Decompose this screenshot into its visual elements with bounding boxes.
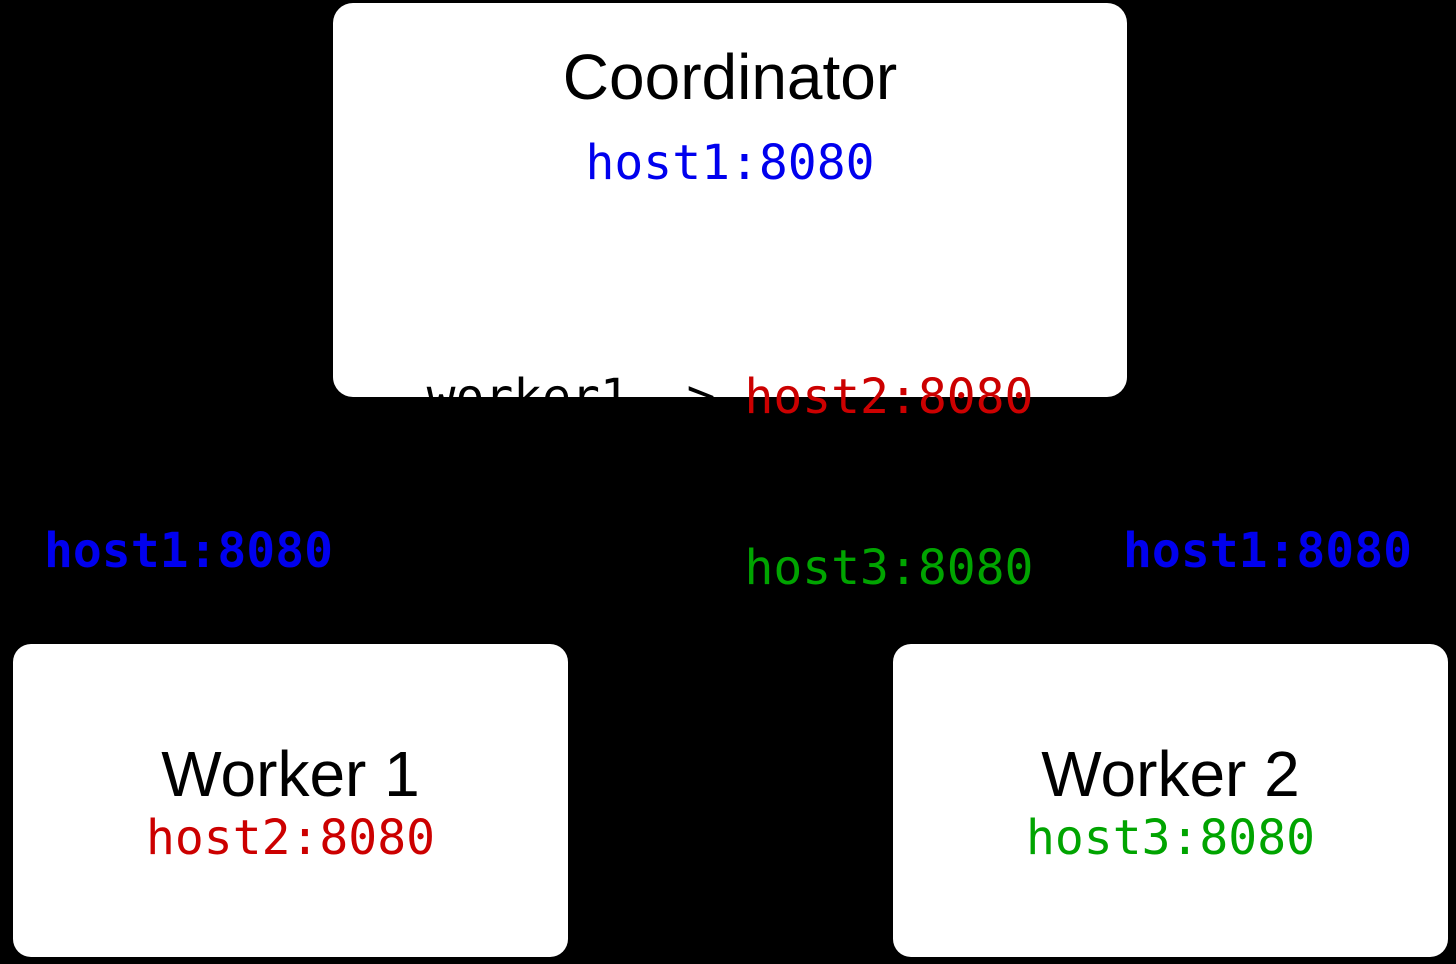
worker-1-address: host2:8080 bbox=[146, 810, 435, 866]
mapping-target: host3:8080 bbox=[744, 540, 1034, 596]
mapping-line-worker2: worker2 -> host3:8080 bbox=[427, 540, 1034, 597]
coordinator-node: Coordinator host1:8080 worker1 -> host2:… bbox=[333, 3, 1127, 596]
worker-1-title: Worker 1 bbox=[161, 738, 420, 810]
mapping-target: host2:8080 bbox=[744, 369, 1034, 425]
edge-label-left: host1:8080 bbox=[44, 523, 333, 579]
edge-label-right: host1:8080 bbox=[1123, 523, 1412, 579]
worker-2-node: Worker 2 host3:8080 bbox=[893, 644, 1448, 957]
mapping-source: worker1 -> bbox=[426, 369, 745, 425]
coordinator-title: Coordinator bbox=[562, 41, 898, 113]
mapping-source: worker2 -> bbox=[426, 540, 745, 596]
coordinator-mappings: worker1 -> host2:8080 worker2 -> host3:8… bbox=[427, 255, 1034, 711]
worker-2-address: host3:8080 bbox=[1026, 810, 1315, 866]
worker-2-title: Worker 2 bbox=[1041, 738, 1300, 810]
worker-1-node: Worker 1 host2:8080 bbox=[13, 644, 568, 957]
mapping-line-worker1: worker1 -> host2:8080 bbox=[427, 369, 1034, 426]
coordinator-address: host1:8080 bbox=[585, 135, 875, 191]
